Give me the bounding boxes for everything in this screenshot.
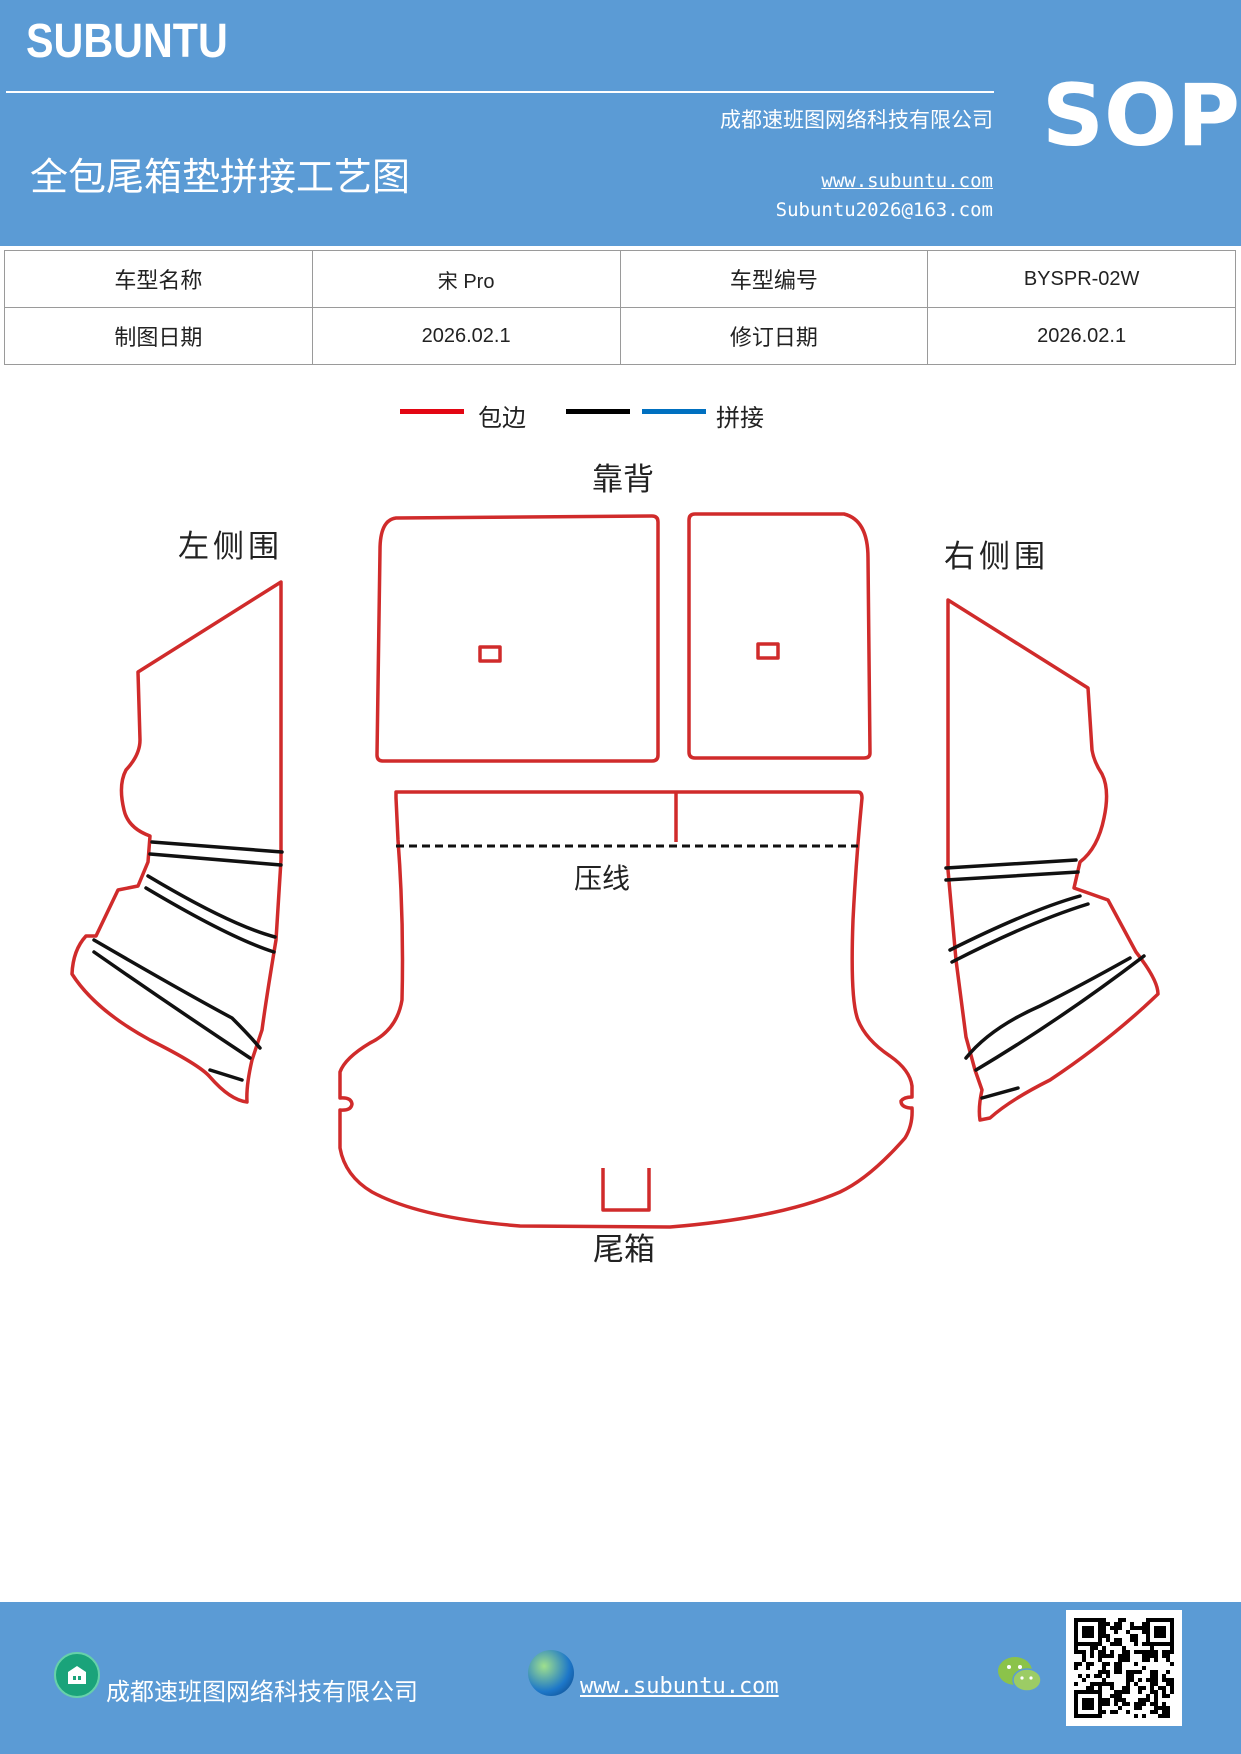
left-seam-4 xyxy=(144,886,276,954)
backrest-right-hole xyxy=(756,642,780,660)
company-name: 成都速班图网络科技有限公司 xyxy=(720,108,993,132)
wechat-icon[interactable] xyxy=(996,1654,1044,1696)
left-side-panel xyxy=(70,580,283,1104)
footer-website-link[interactable]: www.subuntu.com xyxy=(580,1674,779,1699)
right-seam-2 xyxy=(944,870,1080,882)
legend: 包边 拼接 xyxy=(400,398,800,438)
model-name-label: 车型名称 xyxy=(4,250,313,308)
vehicle-info-table: 车型名称 宋 Pro 车型编号 BYSPR-02W 制图日期 2026.02.1… xyxy=(4,250,1236,365)
right-side-panel xyxy=(946,598,1160,1122)
right-seam-6 xyxy=(974,954,1146,1072)
left-seam-3 xyxy=(146,874,277,939)
legend-label-edge: 包边 xyxy=(478,404,526,432)
footer-company-name: 成都速班图网络科技有限公司 xyxy=(106,1678,418,1706)
right-side-label: 右侧围 xyxy=(944,539,1049,575)
backrest-left-panel xyxy=(375,514,660,763)
document-title: 全包尾箱垫拼接工艺图 xyxy=(30,155,411,199)
brand-logo: SUBUNTU xyxy=(26,15,228,68)
sop-label: SOP xyxy=(1042,66,1241,166)
footer-banner: 成都速班图网络科技有限公司 www.subuntu.com xyxy=(0,1602,1241,1754)
qr-code-image xyxy=(1066,1610,1182,1726)
trunk-notch xyxy=(601,1168,651,1212)
draw-date-label: 制图日期 xyxy=(4,307,313,365)
legend-label-splice: 拼接 xyxy=(716,404,764,432)
left-seam-2 xyxy=(148,852,283,867)
legend-swatch-splice xyxy=(642,409,706,414)
trunk-floor-panel xyxy=(338,790,914,1229)
trunk-label: 尾箱 xyxy=(593,1232,655,1268)
website-link[interactable]: www.subuntu.com xyxy=(821,170,993,192)
legend-swatch-edge xyxy=(400,409,464,414)
left-seam-5 xyxy=(92,938,262,1050)
backrest-right-panel xyxy=(687,512,872,760)
left-seam-1 xyxy=(150,840,284,854)
header-banner: SUBUNTU 成都速班图网络科技有限公司 SOP 全包尾箱垫拼接工艺图 www… xyxy=(0,0,1241,246)
right-seam-7 xyxy=(980,1086,1020,1100)
right-seam-5 xyxy=(964,956,1132,1060)
right-seam-3 xyxy=(948,894,1082,952)
model-code-value: BYSPR-02W xyxy=(927,250,1236,308)
backrest-label: 靠背 xyxy=(592,462,654,498)
email-address: Subuntu2026@163.com xyxy=(775,199,993,221)
press-line-label: 压线 xyxy=(574,862,630,895)
left-seam-6 xyxy=(92,950,252,1060)
legend-swatch-black xyxy=(566,409,630,414)
left-side-label: 左侧围 xyxy=(178,529,283,565)
backrest-left-hole xyxy=(478,645,502,663)
table-row: 车型名称 宋 Pro 车型编号 BYSPR-02W xyxy=(4,250,1236,308)
model-name-value: 宋 Pro xyxy=(311,250,621,308)
right-seam-1 xyxy=(944,858,1078,870)
header-divider xyxy=(6,91,994,93)
revision-date-label: 修订日期 xyxy=(619,307,929,365)
mat-diagram: 靠背 左侧围 右侧围 压线 尾箱 xyxy=(70,462,1160,1268)
building-icon xyxy=(54,1652,100,1698)
revision-date-value: 2026.02.1 xyxy=(927,307,1236,365)
right-seam-4 xyxy=(950,902,1090,964)
draw-date-value: 2026.02.1 xyxy=(311,307,621,365)
left-seam-7 xyxy=(208,1068,244,1082)
model-code-label: 车型编号 xyxy=(619,250,929,308)
table-row: 制图日期 2026.02.1 修订日期 2026.02.1 xyxy=(4,307,1236,365)
globe-icon xyxy=(528,1650,574,1696)
